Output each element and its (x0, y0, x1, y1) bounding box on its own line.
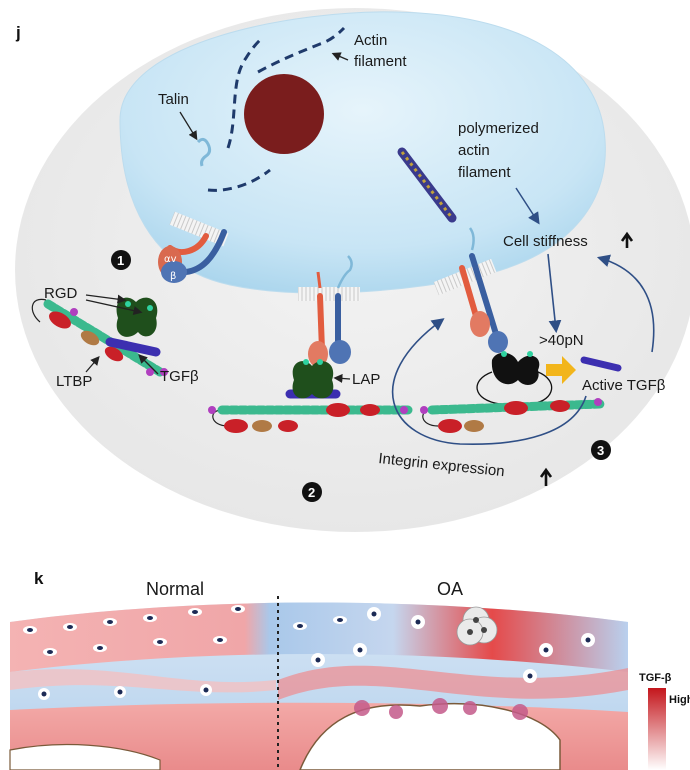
oa-chondrocyte-cluster (456, 606, 498, 646)
step-2-number: 2 (308, 485, 315, 500)
active-tgfb-molecule (580, 356, 622, 372)
force-arrow-icon (546, 356, 576, 384)
label-actin-2: actin (458, 142, 490, 159)
ltbp-pointer-arrow (85, 356, 100, 373)
lap-pointer-arrow (333, 373, 351, 384)
label-tgfb: TGFβ (160, 368, 199, 385)
membrane-segment-2 (298, 287, 360, 301)
actin-filament-3 (207, 168, 271, 192)
label-polymerized: polymerized (458, 120, 539, 137)
legend-gradient-bar (648, 688, 666, 770)
svg-text:β: β (170, 271, 176, 282)
oa-marrow-cavity (299, 703, 561, 770)
integrin-extended-step-3 (459, 227, 508, 353)
rgd-pointer-arrow-2 (85, 299, 143, 316)
label-cell-stiffness: Cell stiffness (503, 233, 588, 250)
legend-title: TGF-β (639, 672, 672, 684)
step-1-badge (111, 250, 131, 270)
label-active-tgfb: Active TGFβ (582, 377, 666, 394)
stiffness-to-force-arrow (547, 253, 562, 334)
integrin-up-arrow-icon (539, 467, 553, 486)
polymerized-to-stiffness-arrow (515, 187, 540, 225)
integrin-expression-loop-arrow (391, 318, 587, 446)
panel-j-letter: j (15, 23, 21, 42)
panel-j: j Actin filament Talin polymerized actin… (15, 8, 690, 532)
integrin-bent-step-1: αv β (158, 229, 227, 283)
talin-molecule (196, 137, 212, 167)
actin-filament-2 (257, 26, 346, 74)
active-tgfb-to-stiffness-arrow (596, 254, 655, 353)
normal-marrow-cavity (9, 743, 161, 770)
panel-k: k Normal OA (9, 569, 690, 770)
tgfb-pointer-arrow (138, 354, 159, 375)
panel-k-letter: k (34, 569, 44, 588)
legend-high-label: High (669, 694, 690, 706)
talin-pointer-arrow (179, 111, 198, 141)
label-filament-2: filament (458, 164, 511, 181)
label-ltbp: LTBP (56, 373, 92, 390)
label-talin: Talin (158, 91, 189, 108)
label-lap: LAP (352, 371, 380, 388)
actin-pointer-arrow (331, 52, 349, 61)
latent-complex-step-2 (208, 359, 415, 433)
membrane-segment-1 (169, 211, 229, 247)
step-3-number: 3 (597, 443, 604, 458)
rgd-pointer-arrow-1 (85, 294, 127, 304)
label-rgd: RGD (44, 285, 78, 302)
actin-filament-1 (226, 38, 262, 149)
normal-chondrocytes (23, 605, 245, 700)
integrin-upright-step-2 (308, 255, 353, 367)
label-force: >40pN (539, 332, 584, 349)
latent-complex-step-3 (420, 351, 605, 433)
stiffness-up-arrow-icon (620, 231, 634, 248)
step-1-number: 1 (117, 253, 124, 268)
osteoclast-clusters (354, 698, 528, 720)
step-3-badge (591, 440, 611, 460)
label-oa: OA (437, 579, 463, 599)
label-filament: filament (354, 53, 407, 70)
label-actin: Actin (354, 32, 387, 49)
nucleus (244, 74, 324, 154)
cell-body (119, 11, 606, 294)
oa-tidemark (278, 665, 628, 700)
oa-chondrocytes (293, 607, 595, 683)
step-2-badge (302, 482, 322, 502)
svg-text:αv: αv (164, 254, 177, 265)
label-normal: Normal (146, 579, 204, 599)
polymerized-actin-filament (397, 147, 457, 223)
